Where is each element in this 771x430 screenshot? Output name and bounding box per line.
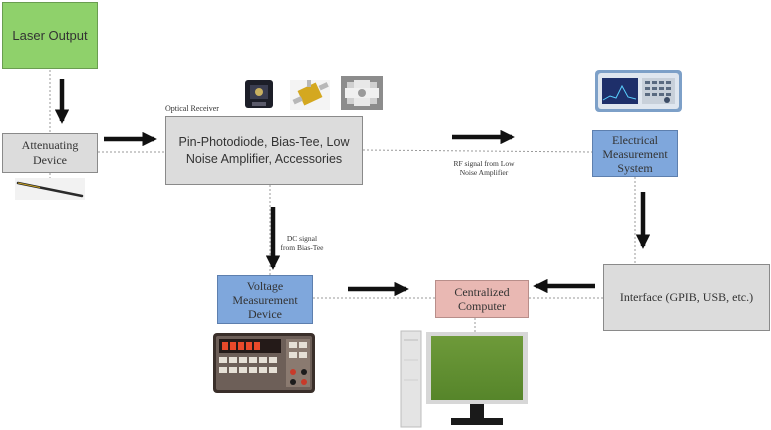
- electrical-measurement-label: Electrical Measurement System: [602, 132, 668, 175]
- laser-output-node: Laser Output: [2, 2, 98, 69]
- dc-signal-caption-text: DC signal from Bias-Tee: [280, 234, 324, 252]
- attenuating-device-node: Attenuating Device: [2, 133, 98, 173]
- voltage-measurement-node: Voltage Measurement Device: [217, 275, 313, 324]
- voltage-measurement-label: Voltage Measurement Device: [232, 278, 298, 321]
- interface-label: Interface (GPIB, USB, etc.): [619, 290, 754, 304]
- photodiode-image: [245, 80, 273, 108]
- bias-tee-image: [290, 80, 330, 110]
- interface-node: Interface (GPIB, USB, etc.): [603, 264, 770, 331]
- centralized-computer-label: Centralized Computer: [454, 285, 510, 313]
- centralized-computer-node: Centralized Computer: [435, 280, 529, 318]
- rf-signal-caption-text: RF signal from Low Noise Amplifier: [453, 159, 515, 177]
- optical-receiver-box-label: Pin-Photodiode, Bias-Tee, Low Noise Ampl…: [178, 134, 350, 166]
- spectrum-analyzer-image: [595, 70, 682, 112]
- amplifier-connector-image: [341, 76, 383, 110]
- attenuating-device-label: Attenuating Device: [21, 138, 79, 167]
- multimeter-image: [213, 333, 315, 393]
- dashed-connectors: [49, 70, 636, 333]
- dc-signal-caption: DC signal from Bias-Tee: [280, 234, 324, 252]
- electrical-measurement-node: Electrical Measurement System: [592, 130, 678, 177]
- optical-receiver-caption: Optical Receiver: [165, 104, 245, 113]
- attenuator-fiber-image: [15, 178, 85, 200]
- rf-signal-caption: RF signal from Low Noise Amplifier: [452, 159, 516, 177]
- laser-output-label: Laser Output: [12, 28, 88, 43]
- optical-receiver-caption-text: Optical Receiver: [165, 104, 219, 113]
- computer-image: [400, 330, 528, 428]
- optical-receiver-node: Pin-Photodiode, Bias-Tee, Low Noise Ampl…: [165, 116, 363, 185]
